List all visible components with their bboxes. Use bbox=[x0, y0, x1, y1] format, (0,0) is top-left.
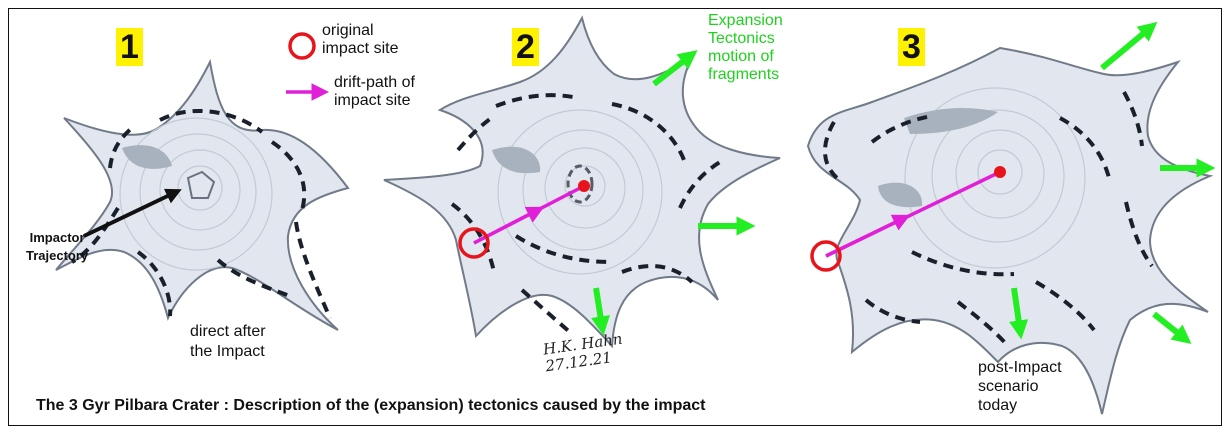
panel-3-note: post-Impact scenario today bbox=[978, 358, 1062, 415]
panel-1-note: direct after the Impact bbox=[190, 322, 266, 362]
panel-number-2: 2 bbox=[512, 28, 539, 66]
panel-number-1: 1 bbox=[116, 28, 143, 66]
panel-number-3: 3 bbox=[898, 28, 925, 66]
legend-circle-label: original impact site bbox=[322, 22, 398, 58]
impactor-trajectory-label: Impactor Trajectory bbox=[26, 229, 88, 265]
figure-caption: The 3 Gyr Pilbara Crater : Description o… bbox=[36, 397, 706, 415]
expansion-label: Expansion Tectonics motion of fragments bbox=[708, 12, 783, 84]
legend-arrow-label: drift-path of impact site bbox=[334, 74, 415, 110]
